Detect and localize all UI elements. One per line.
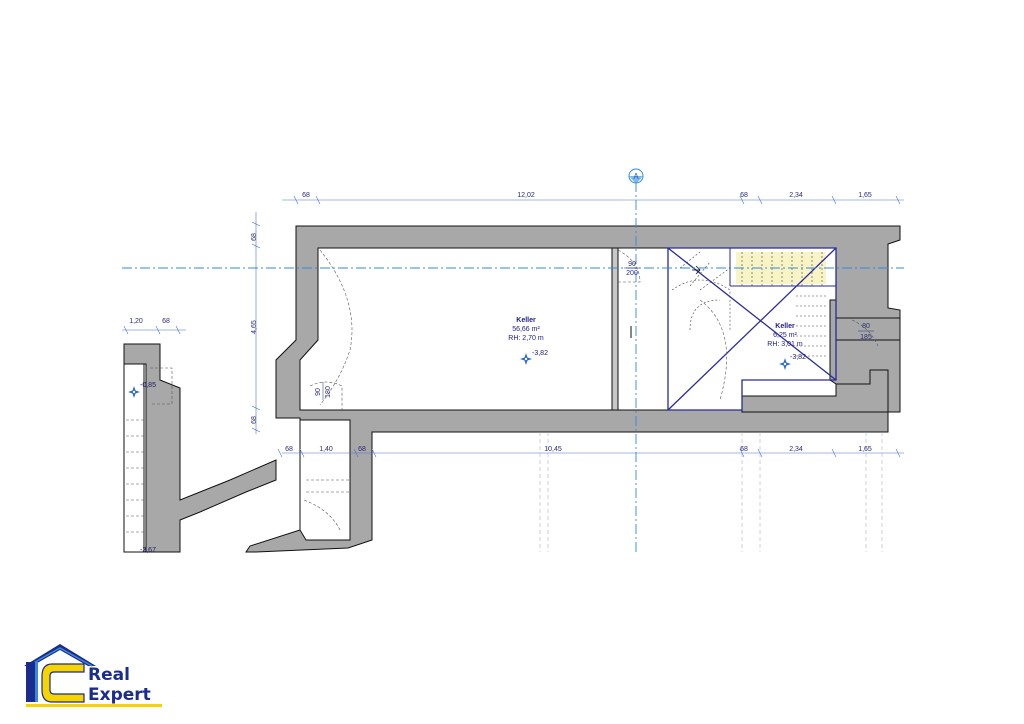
stair-arc xyxy=(699,299,727,401)
left-room-void xyxy=(123,363,145,553)
dim-top-2: 12,02 xyxy=(517,192,535,199)
logo-i-bar-light xyxy=(35,662,38,702)
dimension-lines xyxy=(122,195,904,458)
stair-diagonal-2 xyxy=(667,247,837,411)
logo-roof-light xyxy=(27,647,93,667)
dim-bottom-4: 10,45 xyxy=(544,446,562,453)
company-logo: Real Expert xyxy=(24,644,162,707)
door-swings xyxy=(126,249,879,533)
room-label-stair: Keller 6,25 m² RH: 3,01 m -3,82 xyxy=(767,323,806,370)
door-main-swing xyxy=(617,249,641,283)
level-marker-icon xyxy=(779,358,791,370)
door-labels: 90 200 90 180 80 185 xyxy=(315,261,874,400)
door-small-height: 180 xyxy=(325,386,332,398)
level-marker-icon xyxy=(128,386,140,398)
logo-underline xyxy=(26,704,162,707)
left-side-dimension-text: 1,20 68 xyxy=(129,318,170,325)
logo-word-expert: Expert xyxy=(88,685,151,705)
room-stair-height: RH: 3,01 m xyxy=(767,341,803,348)
dim-top-1: 68 xyxy=(302,192,310,199)
room-main-name: Keller xyxy=(516,317,536,324)
room-main-height: RH: 2,70 m xyxy=(508,335,544,342)
room-stair-name: Keller xyxy=(775,323,795,330)
dim-bottom-7: 1,65 xyxy=(858,446,872,453)
axis-label: A xyxy=(633,172,639,181)
left-dimension-text: 68 4,65 68 xyxy=(251,233,258,424)
level-left-upper: -0,85 xyxy=(140,382,156,389)
partition-1 xyxy=(611,247,619,411)
corridor-wall xyxy=(299,419,351,541)
door-small-width: 90 xyxy=(315,388,322,396)
logo-c-shape xyxy=(41,663,85,703)
level-left-lower: -3,67 xyxy=(140,547,156,554)
walls xyxy=(123,225,901,553)
dim-left-side-2: 68 xyxy=(162,318,170,325)
corridor-swing xyxy=(303,479,350,531)
dim-bottom-3: 68 xyxy=(358,446,366,453)
dim-bottom-5: 68 xyxy=(740,446,748,453)
door-main-height: 200 xyxy=(626,270,638,277)
lower-right-wall xyxy=(741,369,889,413)
logo-i-bar xyxy=(26,662,35,702)
bottom-dimension-text: 68 1,40 68 10,45 68 2,34 1,65 xyxy=(285,446,872,453)
left-stair xyxy=(126,419,146,533)
axis-marker: A xyxy=(628,168,644,184)
left-room-dash xyxy=(150,367,173,405)
room-main-area: 56,66 m² xyxy=(512,326,540,333)
room-label-main: Keller 56,66 m² RH: 2,70 m -3,82 xyxy=(508,317,548,365)
door-right-height: 185 xyxy=(860,334,872,341)
logo-word-real: Real xyxy=(88,665,130,685)
door-main-width: 90 xyxy=(628,261,636,268)
left-levels: -0,85 -3,67 xyxy=(128,382,156,554)
stair-area xyxy=(667,247,837,411)
room-stair-level: -3,82 xyxy=(790,354,806,361)
dim-top-4: 2,34 xyxy=(789,192,803,199)
door-right-width: 80 xyxy=(862,323,870,330)
dim-left-1: 68 xyxy=(251,233,258,241)
room-stair-area: 6,25 m² xyxy=(773,332,797,339)
dim-top-5: 1,65 xyxy=(858,192,872,199)
room-main-level: -3,82 xyxy=(532,350,548,357)
extension-lines xyxy=(539,432,883,552)
dim-left-side-1: 1,20 xyxy=(129,318,143,325)
axis-lines xyxy=(122,182,904,552)
level-marker-icon xyxy=(520,353,532,365)
dim-bottom-2: 1,40 xyxy=(319,446,333,453)
dim-bottom-1: 68 xyxy=(285,446,293,453)
stair-arrow xyxy=(692,265,701,275)
dim-bottom-6: 2,34 xyxy=(789,446,803,453)
dim-top-3: 68 xyxy=(740,192,748,199)
left-building-wall xyxy=(123,343,277,553)
main-room-swing xyxy=(319,249,353,406)
top-dimension-text: 68 12,02 68 2,34 1,65 xyxy=(302,192,872,199)
dim-left-2: 4,65 xyxy=(251,320,258,334)
dim-left-3: 68 xyxy=(251,416,258,424)
